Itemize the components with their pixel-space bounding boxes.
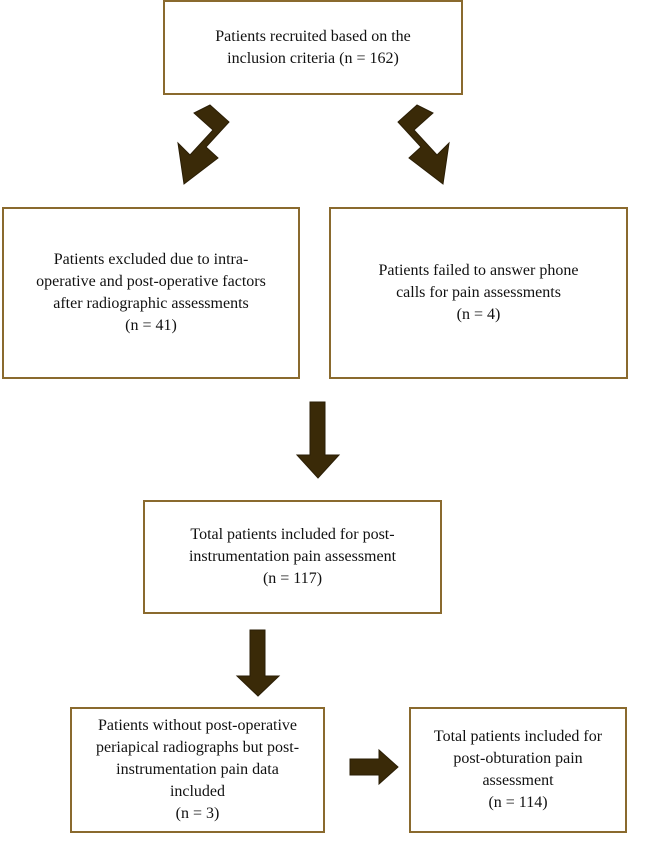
without-radiographs-line-4: included: [169, 783, 226, 800]
excluded-line-3: after radiographic assessments: [53, 295, 249, 312]
arrow-to-failed-calls: [397, 104, 450, 185]
arrow-to-without-radiographs: [235, 629, 281, 697]
post-obturation-box: Total patients included for post-obturat…: [409, 707, 627, 833]
post-instrumentation-line-3: (n = 117): [262, 570, 323, 587]
without-radiographs-line-2: periapical radiographs but post-: [95, 739, 300, 756]
excluded-line-2: operative and post-operative factors: [36, 273, 266, 290]
post-obturation-line-3: assessment: [482, 772, 554, 789]
without-radiographs-line-5: (n = 3): [175, 805, 220, 822]
post-instrumentation-line-1: Total patients included for post-: [190, 526, 395, 543]
excluded-line-1: Patients excluded due to intra-: [53, 251, 249, 268]
failed-calls-line-2: calls for pain assessments: [396, 284, 561, 301]
arrow-to-post-obturation: [349, 748, 399, 786]
post-obturation-line-4: (n = 114): [488, 794, 548, 811]
recruited-line-1: Patients recruited based on the: [215, 27, 411, 45]
without-radiographs-line-1: Patients without post-operative: [97, 717, 298, 734]
without-radiographs-line-3: instrumentation pain data: [116, 761, 279, 778]
post-obturation-line-1: Total patients included for: [433, 728, 603, 745]
failed-calls-line-1: Patients failed to answer phone: [378, 262, 579, 279]
failed-calls-box: Patients failed to answer phone calls fo…: [329, 207, 628, 379]
recruited-box: Patients recruited based on the inclusio…: [163, 0, 463, 95]
arrow-to-post-instrumentation: [295, 401, 341, 479]
failed-calls-line-3: (n = 4): [456, 306, 501, 323]
arrow-to-excluded: [177, 104, 230, 185]
excluded-box: Patients excluded due to intra- operativ…: [2, 207, 300, 379]
post-instrumentation-box: Total patients included for post- instru…: [143, 500, 442, 614]
recruited-line-2: inclusion criteria (n = 162): [227, 49, 399, 67]
without-radiographs-box: Patients without post-operative periapic…: [70, 707, 325, 833]
post-obturation-line-2: post-obturation pain: [453, 750, 583, 767]
post-instrumentation-line-2: instrumentation pain assessment: [188, 548, 397, 565]
excluded-line-4: (n = 41): [125, 317, 177, 334]
